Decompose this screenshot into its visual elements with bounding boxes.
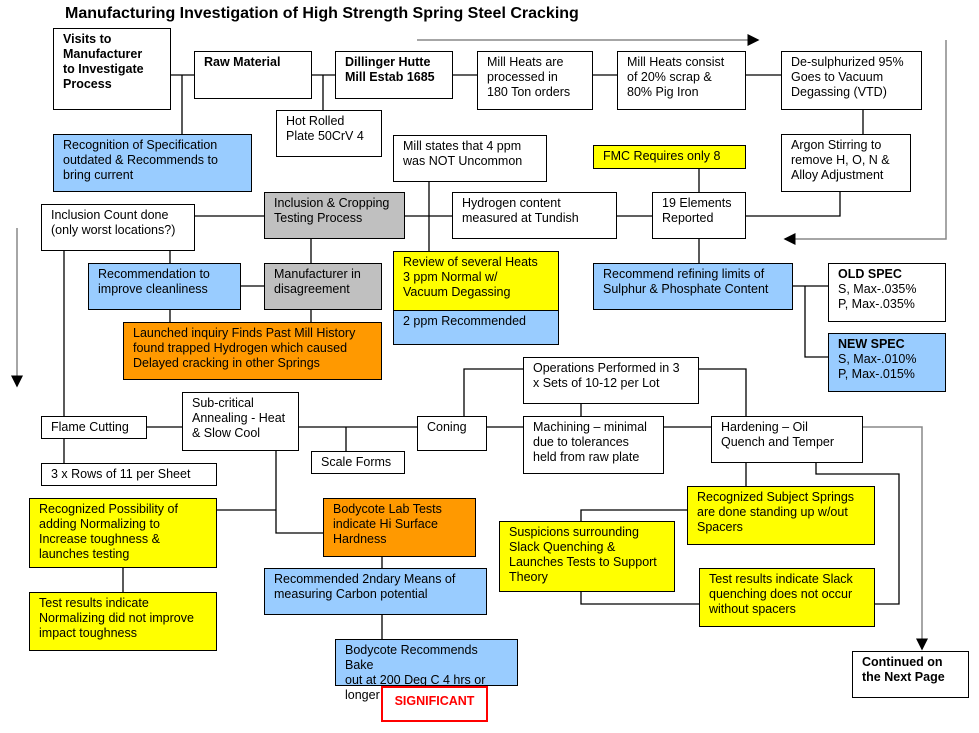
sub-critical-box: Sub-critical Annealing - Heat & Slow Coo… [182,392,299,451]
scale-forms-box: Scale Forms [311,451,405,474]
launched-inquiry-box: Launched inquiry Finds Past Mill History… [123,322,382,380]
argon-box: Argon Stirring to remove H, O, N & Alloy… [781,134,911,192]
mill-states-box: Mill states that 4 ppm was NOT Uncommon [393,135,547,182]
fmc-box: FMC Requires only 8 [593,145,746,169]
rec-refining-box: Recommend refining limits of Sulphur & P… [593,263,793,310]
review-heats-box: Review of several Heats 3 ppm Normal w/ … [393,251,559,311]
visits-box: Visits to Manufacturer to Investigate Pr… [53,28,171,110]
suspicions-box: Suspicions surrounding Slack Quenching &… [499,521,675,592]
rec-normalizing-box: Recognized Possibility of adding Normali… [29,498,217,568]
mfg-disagree-box: Manufacturer in disagreement [264,263,382,310]
dillinger-box: Dillinger Hutte Mill Estab 1685 [335,51,453,99]
inclusion-count-box: Inclusion Count done (only worst locatio… [41,204,195,251]
page-title: Manufacturing Investigation of High Stre… [65,5,579,22]
mill-heats-box: Mill Heats are processed in 180 Ton orde… [477,51,593,110]
inclusion-cropping-box: Inclusion & Cropping Testing Process [264,192,405,239]
desulph-box: De-sulphurized 95% Goes to Vacuum Degass… [781,51,922,110]
old-spec-values: S, Max-.035% P, Max-.035% [838,282,917,311]
test-slack-box: Test results indicate Slack quenching do… [699,568,875,627]
recognition-spec-box: Recognition of Specification outdated & … [53,134,252,192]
bodycote-lab-box: Bodycote Lab Tests indicate Hi Surface H… [323,498,476,557]
elements-19-box: 19 Elements Reported [652,192,746,239]
old-spec-title: OLD SPEC [838,267,902,281]
hot-rolled-box: Hot Rolled Plate 50CrV 4 [276,110,382,157]
test-normalizing-box: Test results indicate Normalizing did no… [29,592,217,651]
machining-box: Machining – minimal due to tolerances he… [523,416,664,474]
raw-material-box: Raw Material [194,51,312,99]
ppm2-box: 2 ppm Recommended [393,310,559,345]
hardening-box: Hardening – Oil Quench and Temper [711,416,863,463]
new-spec-title: NEW SPEC [838,337,905,351]
significant-label: SIGNIFICANT [381,686,488,722]
bodycote-bake-box: Bodycote Recommends Bake out at 200 Deg … [335,639,518,702]
flame-cutting-box: Flame Cutting [41,416,147,439]
new-spec-values: S, Max-.010% P, Max-.015% [838,352,917,381]
operations-box: Operations Performed in 3 x Sets of 10-1… [523,357,699,404]
rows-box: 3 x Rows of 11 per Sheet [41,463,217,486]
continued-box: Continued on the Next Page [852,651,969,698]
recognized-springs-box: Recognized Subject Springs are done stan… [687,486,875,545]
hydrogen-box: Hydrogen content measured at Tundish [452,192,617,239]
mill-consist-box: Mill Heats consist of 20% scrap & 80% Pi… [617,51,746,110]
rec-2ndary-box: Recommended 2ndary Means of measuring Ca… [264,568,487,615]
coning-box: Coning [417,416,487,451]
rec-cleanliness-box: Recommendation to improve cleanliness [88,263,241,310]
